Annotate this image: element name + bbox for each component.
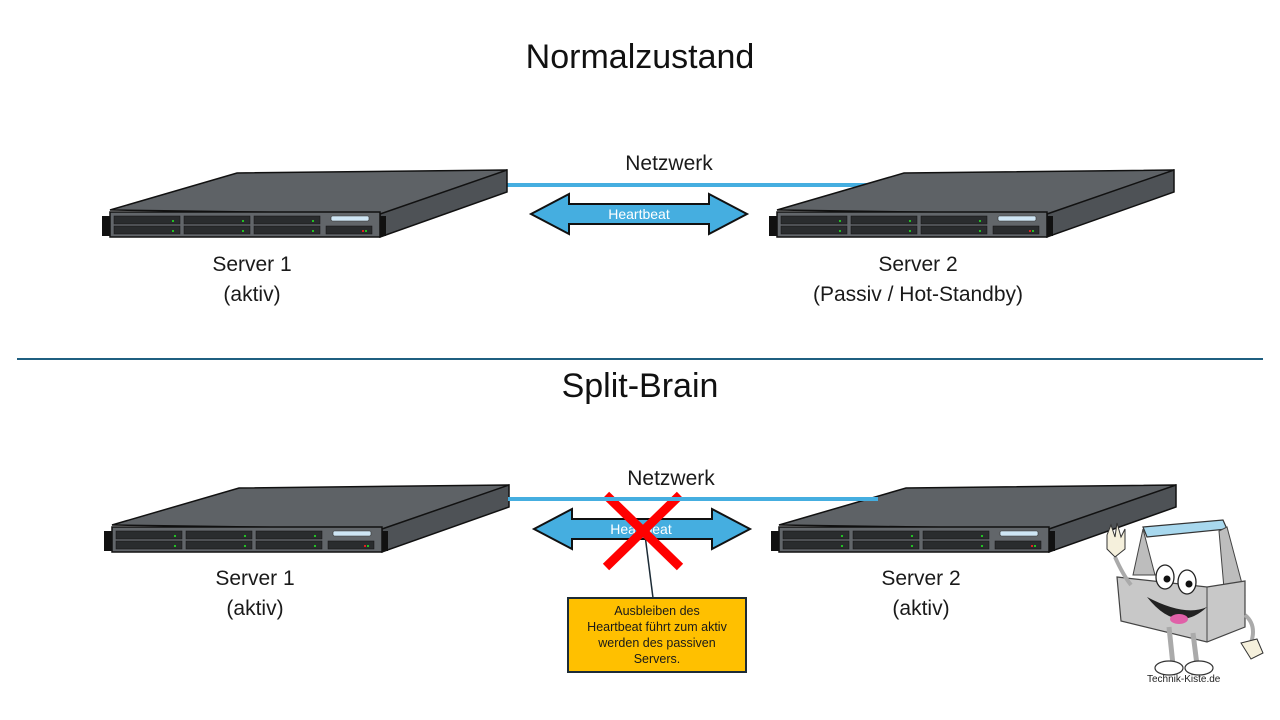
split-brain-callout: Ausbleiben des Heartbeat führt zum aktiv… — [567, 597, 747, 673]
callout-line: Heartbeat führt zum aktiv — [587, 620, 727, 634]
network-label-splitbrain: Netzwerk — [627, 467, 715, 490]
callout-line: werden des passiven — [598, 636, 716, 650]
section-title-splitbrain: Split-Brain — [561, 367, 719, 405]
mascot-caption: Technik-Kiste.de — [1147, 674, 1221, 685]
server2-splitbrain-icon — [771, 483, 1177, 554]
heartbeat-failure-cross-icon — [602, 491, 684, 571]
section-title-normal: Normalzustand — [525, 38, 755, 76]
server-name: Server 2 — [878, 253, 958, 276]
server2-normal-icon — [769, 168, 1175, 239]
server-name: Server 1 — [212, 253, 292, 276]
server1-splitbrain-icon — [104, 483, 510, 554]
server1-normal-icon — [102, 168, 508, 239]
network-line-normal — [505, 183, 875, 187]
server-state: (Passiv / Hot-Standby) — [812, 283, 1024, 306]
server-state: (aktiv) — [223, 283, 281, 306]
server-name: Server 1 — [215, 567, 295, 590]
server2-label-normal: Server 2 (Passiv / Hot-Standby) — [768, 250, 1068, 310]
server-name: Server 2 — [881, 567, 961, 590]
heartbeat-label-normal: Heartbeat — [608, 206, 670, 222]
callout-connector — [644, 534, 654, 599]
callout-line: Servers. — [633, 652, 681, 666]
server-state: (aktiv) — [892, 597, 950, 620]
section-divider — [17, 358, 1263, 360]
server-state: (aktiv) — [226, 597, 284, 620]
heartbeat-arrow-normal: Heartbeat — [528, 192, 750, 236]
network-label-normal: Netzwerk — [625, 152, 713, 175]
mascot-toolbox-icon — [1106, 519, 1264, 676]
callout-line: Ausbleiben des — [614, 604, 700, 618]
server1-label-normal: Server 1 (aktiv) — [102, 250, 402, 310]
network-line-splitbrain — [508, 497, 878, 501]
server2-label-splitbrain: Server 2 (aktiv) — [771, 564, 1071, 624]
server1-label-splitbrain: Server 1 (aktiv) — [105, 564, 405, 624]
